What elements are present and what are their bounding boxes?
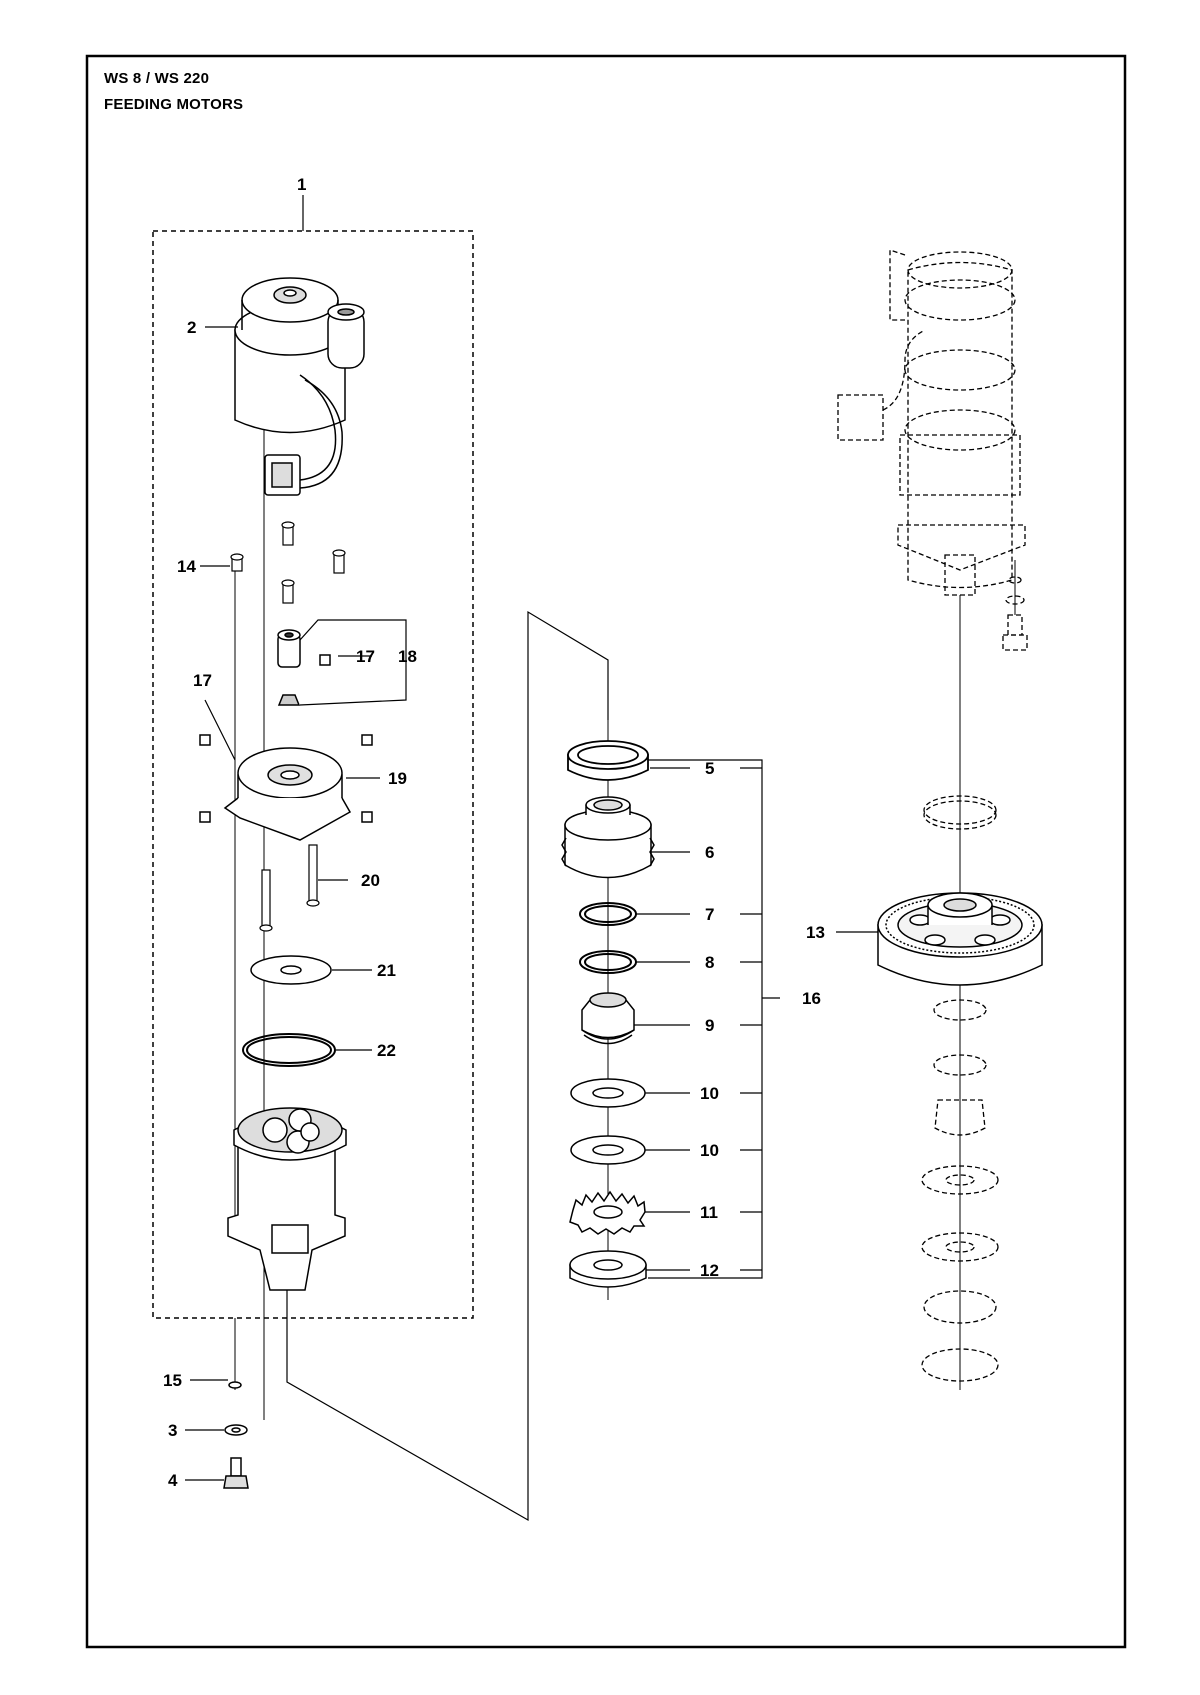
callout-3: 3 [168,1421,177,1440]
part-washer-10a [570,1078,646,1108]
callout-19: 19 [388,769,407,788]
callout-14: 14 [177,557,196,576]
part-motor [234,277,365,496]
callout-16: 16 [802,989,821,1008]
callout-10: 10 [700,1141,719,1160]
part-washer-10b [570,1135,646,1165]
callout-10: 10 [700,1084,719,1103]
part-bottom-hardware [223,1381,249,1489]
part-gear-6 [561,796,655,879]
part-seal-5 [567,740,649,781]
callout-8: 8 [705,953,714,972]
callout-7: 7 [705,905,714,924]
part-screws-20 [259,844,320,932]
callout-22: 22 [377,1041,396,1060]
callout-20: 20 [361,871,380,890]
callout-9: 9 [705,1016,714,1035]
part-reference-assembly [837,249,1028,1382]
callout-5: 5 [705,759,714,778]
assembly-box [152,230,474,1319]
callout-13: 13 [806,923,825,942]
part-long-screw [230,553,244,572]
part-big-gear-13 [877,892,1043,986]
callout-17: 17 [356,647,375,666]
callout-2: 2 [187,318,196,337]
page-frame [85,54,1127,1649]
part-gearbox [227,1107,347,1291]
callout-15: 15 [163,1371,182,1390]
part-coupling [277,629,331,706]
part-washer-21 [250,955,332,985]
callout-1: 1 [297,175,306,194]
callout-11: 11 [700,1203,718,1222]
diagram-section-title: FEEDING MOTORS [104,96,244,113]
part-housing [199,734,373,841]
callout-12: 12 [700,1261,719,1280]
part-bushing-9 [581,992,635,1045]
part-lockwasher-11 [569,1190,646,1235]
callout-21: 21 [377,961,396,980]
callout-6: 6 [705,843,714,862]
part-screws-small [281,521,346,604]
part-oring-22 [242,1033,336,1067]
diagram-model-title: WS 8 / WS 220 [104,70,210,87]
callout-17: 17 [193,671,212,690]
callout-4: 4 [168,1471,178,1490]
leader-lines [185,326,878,1481]
callout-18: 18 [398,647,417,666]
part-nut-12 [569,1250,647,1288]
